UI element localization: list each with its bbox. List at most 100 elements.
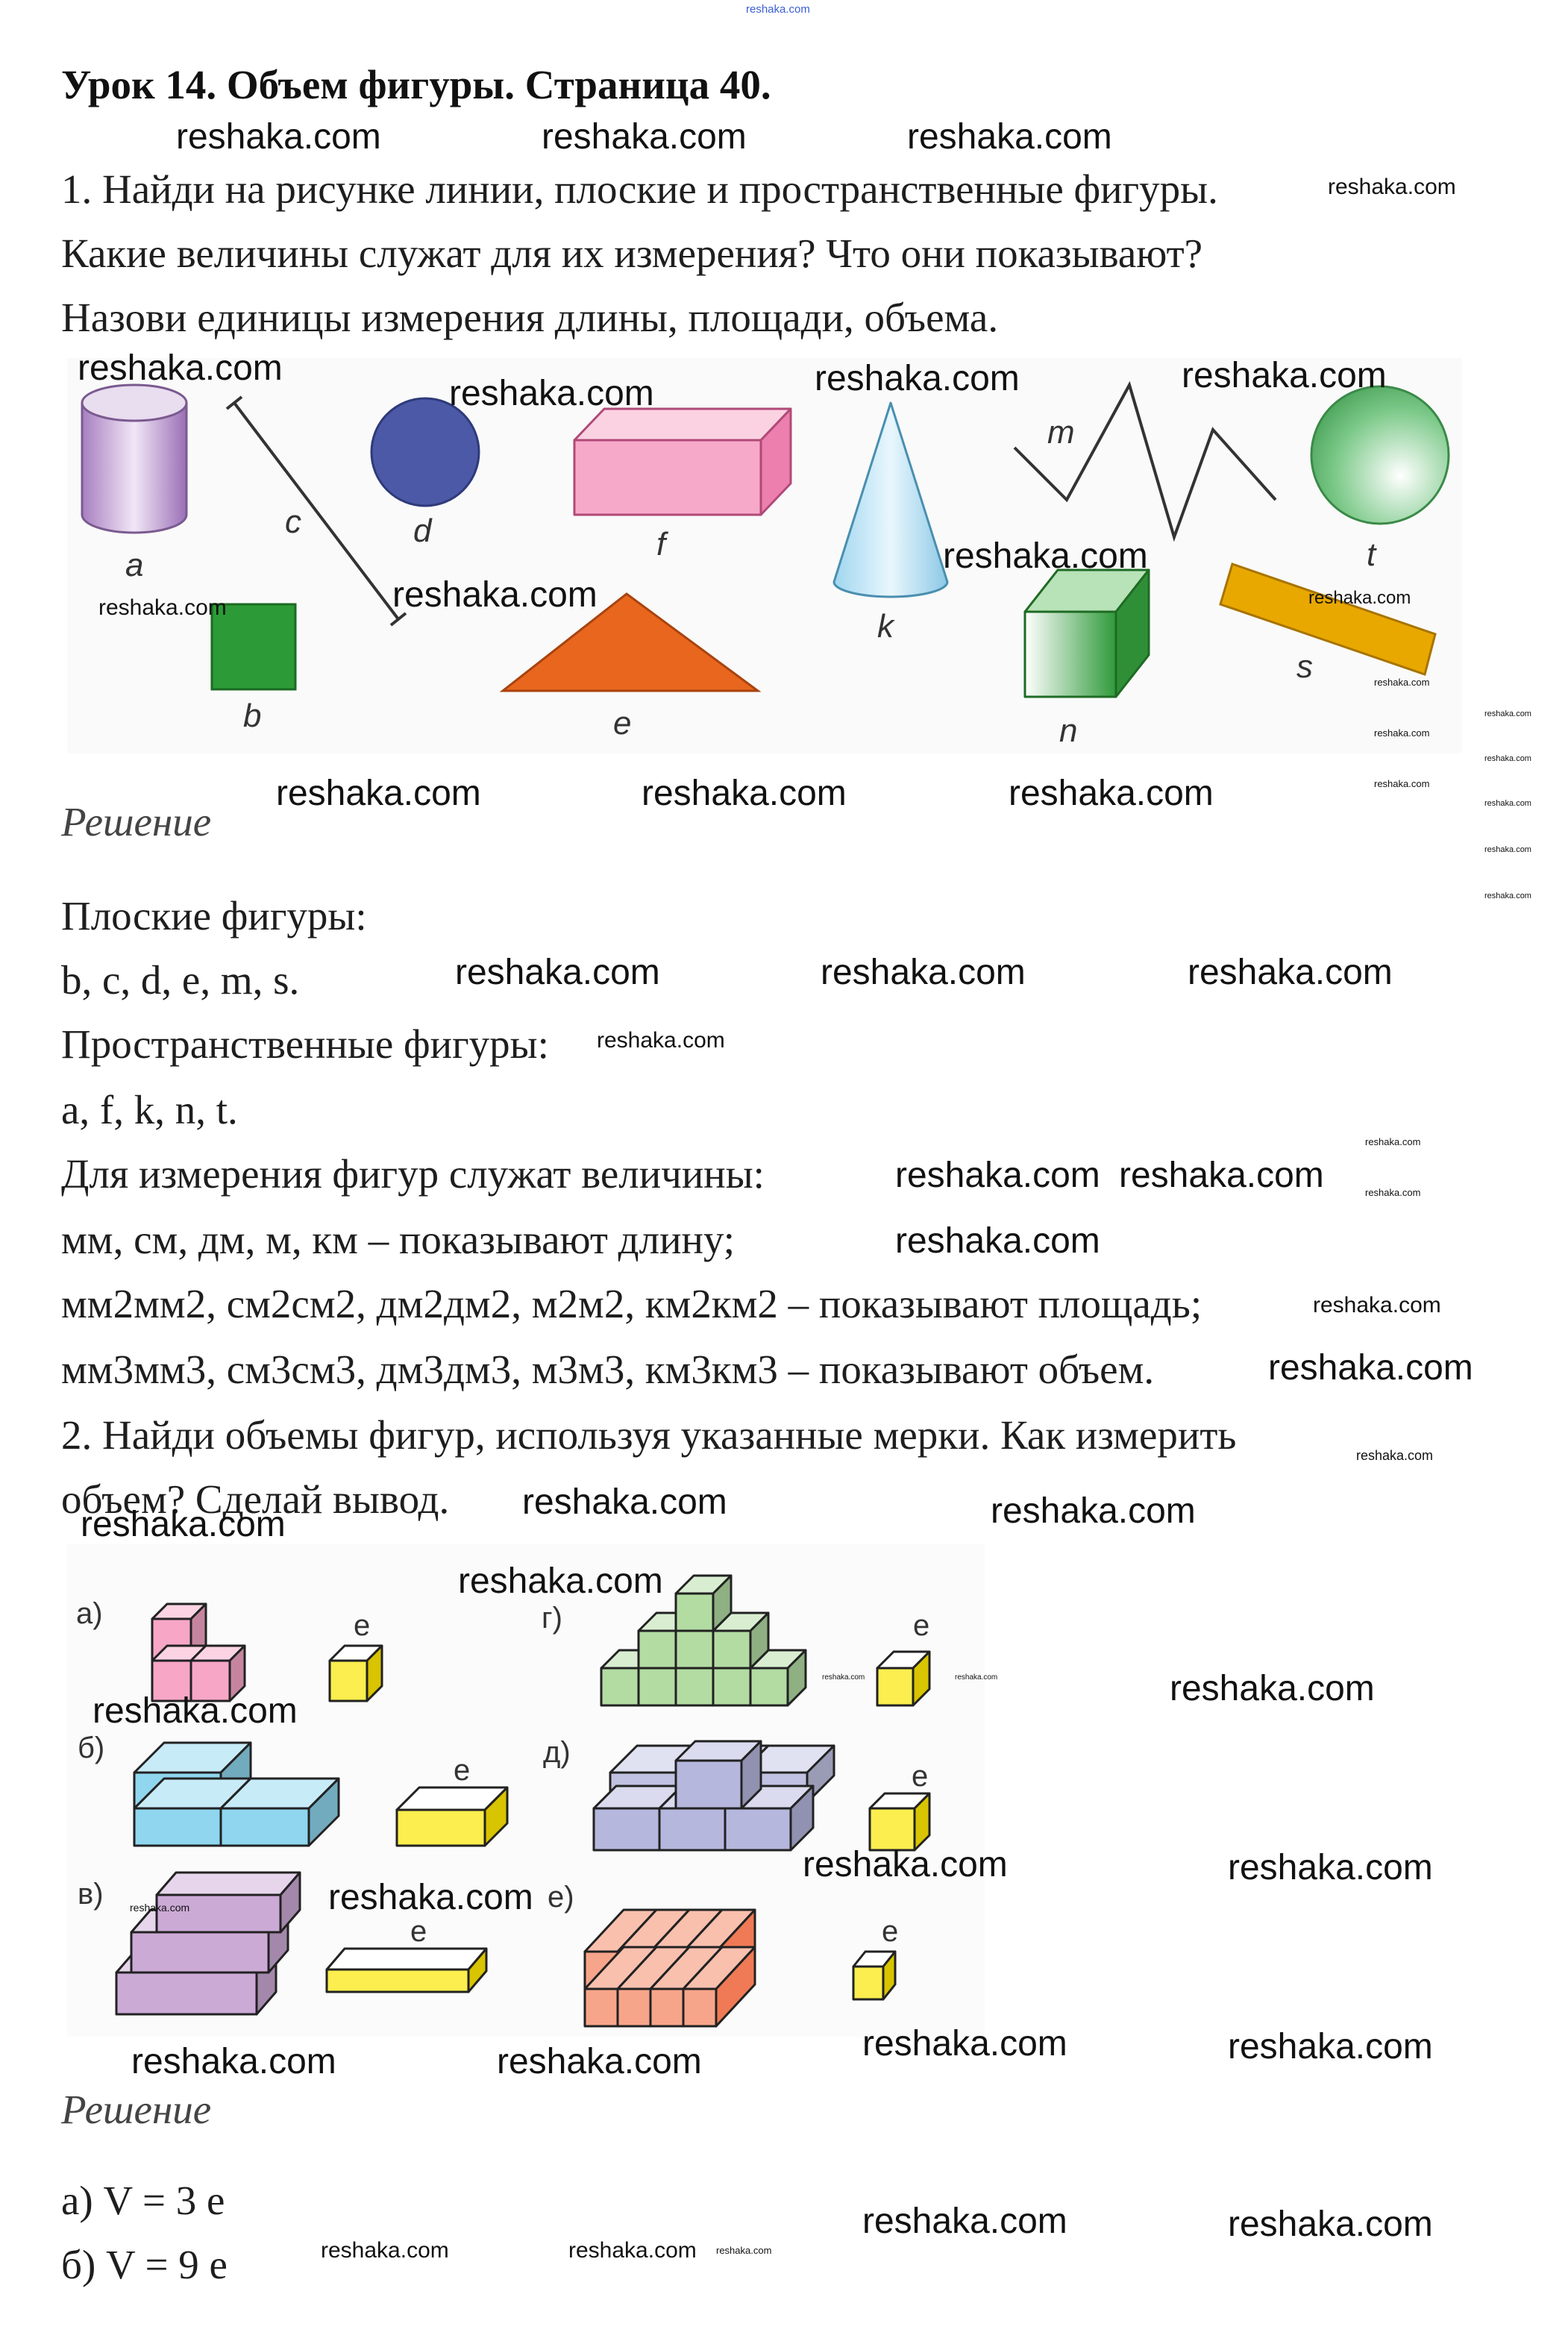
solution1-line: Пространственные фигуры: <box>61 1021 549 1067</box>
cylinder-a-top <box>81 383 188 422</box>
slab-v-front <box>130 1931 270 1974</box>
label-g-paren: г) <box>542 1602 562 1635</box>
solution2-heading: Решение <box>61 2087 212 2132</box>
watermark-text: reshaka.com <box>862 2024 1067 2064</box>
label-t: t <box>1367 536 1377 573</box>
watermark-text: reshaka.com <box>542 117 747 157</box>
label-k: k <box>877 608 895 645</box>
watermark-text: reshaka.com <box>822 1673 865 1682</box>
watermark-text: reshaka.com <box>1484 709 1531 718</box>
unit-label: е <box>354 1609 370 1642</box>
unit-slab-v-top <box>325 1947 488 1971</box>
cube-e-front <box>649 1987 685 2028</box>
watermark-text: reshaka.com <box>803 1845 1008 1884</box>
cube-d-front <box>724 1807 792 1852</box>
label-s: s <box>1296 648 1313 685</box>
cube-g-front <box>600 1667 640 1707</box>
cube-e-front <box>583 1987 619 2028</box>
watermark-text: reshaka.com <box>1374 727 1430 739</box>
top-link[interactable]: reshaka.com <box>746 3 810 16</box>
slab-v-front <box>155 1893 282 1934</box>
unit-cube-g-front <box>876 1667 915 1707</box>
watermark-text: reshaka.com <box>1119 1156 1324 1195</box>
watermark-text: reshaka.com <box>81 1505 286 1544</box>
watermark-text: reshaka.com <box>716 2245 772 2256</box>
watermark-text: reshaka.com <box>131 2042 336 2081</box>
cube-n-front <box>1023 610 1117 698</box>
watermark-text: reshaka.com <box>1228 1848 1433 1887</box>
unit-cube-a-front <box>328 1659 369 1702</box>
watermark-text: reshaka.com <box>78 348 283 388</box>
watermark-text: reshaka.com <box>1313 1293 1441 1317</box>
cube-g-front <box>674 1629 715 1670</box>
unit-label: е <box>913 1609 929 1642</box>
box-f-top <box>573 407 792 442</box>
watermark-text: reshaka.com <box>522 1482 727 1522</box>
solution1-line: a, f, k, n, t. <box>61 1087 238 1132</box>
watermark-text: reshaka.com <box>1484 845 1531 854</box>
box-f-front <box>573 439 762 516</box>
unit-label: е <box>410 1915 427 1948</box>
watermark-text: reshaka.com <box>943 536 1148 576</box>
cube-g-front <box>674 1667 715 1707</box>
cube-d-front <box>658 1807 727 1852</box>
watermark-text: reshaka.com <box>321 2238 449 2263</box>
unit-label: е <box>882 1915 898 1948</box>
watermark-text: reshaka.com <box>1484 892 1531 900</box>
watermark-text: reshaka.com <box>991 1491 1196 1531</box>
unit-label: е <box>912 1760 928 1793</box>
brick-b-front <box>133 1807 222 1847</box>
watermark-text: reshaka.com <box>862 2202 1067 2241</box>
watermark-text: reshaka.com <box>1356 1448 1434 1463</box>
watermark-text: reshaka.com <box>276 774 481 813</box>
solution2-line: а) V = 3 е <box>61 2178 225 2223</box>
label-d: d <box>413 513 433 549</box>
watermark-text: reshaka.com <box>328 1878 533 1917</box>
watermark-text: reshaka.com <box>1365 1136 1421 1147</box>
watermark-text: reshaka.com <box>92 1691 298 1731</box>
slab-v-front <box>115 1971 258 2016</box>
task1-line: 1. Найди на рисунке линии, плоские и про… <box>61 166 1218 212</box>
cube-d-front <box>592 1807 661 1852</box>
segment-c <box>233 401 400 621</box>
cube-e-front <box>682 1987 718 2028</box>
square-b <box>210 603 297 691</box>
unit-cube-d-front <box>868 1807 916 1852</box>
polyline-m <box>1013 380 1277 542</box>
watermark-text: reshaka.com <box>895 1156 1100 1195</box>
watermark-text: reshaka.com <box>449 374 654 413</box>
unit-slab-v-front <box>325 1968 470 1993</box>
watermark-text: reshaka.com <box>176 117 381 157</box>
unit-label: е <box>454 1754 470 1787</box>
brick-b-front <box>219 1807 310 1847</box>
rectangle-s <box>1219 563 1437 676</box>
cone-k <box>832 401 949 598</box>
cube-g-front <box>637 1629 677 1670</box>
watermark-text: reshaka.com <box>642 774 847 813</box>
label-b-paren: б) <box>78 1732 104 1764</box>
watermark-text: reshaka.com <box>1328 175 1456 199</box>
watermark-text: reshaka.com <box>895 1221 1100 1261</box>
label-a-paren: а) <box>76 1597 103 1630</box>
unit-cube-e-front <box>852 1965 885 2001</box>
label-n: n <box>1059 712 1077 749</box>
label-b: b <box>243 698 261 734</box>
solution1-line: Плоские фигуры: <box>61 893 367 939</box>
task1-line: Назови единицы измерения длины, площади,… <box>61 295 999 340</box>
watermark-text: reshaka.com <box>1484 754 1531 763</box>
label-m: m <box>1047 414 1075 451</box>
watermark-text: reshaka.com <box>1374 677 1430 688</box>
solution2-line: б) V = 9 е <box>61 2242 228 2287</box>
cube-g-front <box>674 1592 715 1632</box>
watermark-text: reshaka.com <box>1182 356 1387 395</box>
segment-c-tick <box>225 395 243 410</box>
solution1-line: мм, см, дм, м, км – показывают длину; <box>61 1217 736 1262</box>
cube-g-front <box>712 1667 752 1707</box>
watermark-text: reshaka.com <box>1188 953 1393 992</box>
solution1-line: b, c, d, e, m, s. <box>61 957 300 1003</box>
watermark-text: reshaka.com <box>1484 799 1531 808</box>
solution1-line: Для измерения фигур служат величины: <box>61 1151 765 1197</box>
watermark-text: reshaka.com <box>392 575 598 615</box>
solution1-line: мм2мм2, см2см2, дм2дм2, м2м2, км2км2 – п… <box>61 1281 1202 1326</box>
